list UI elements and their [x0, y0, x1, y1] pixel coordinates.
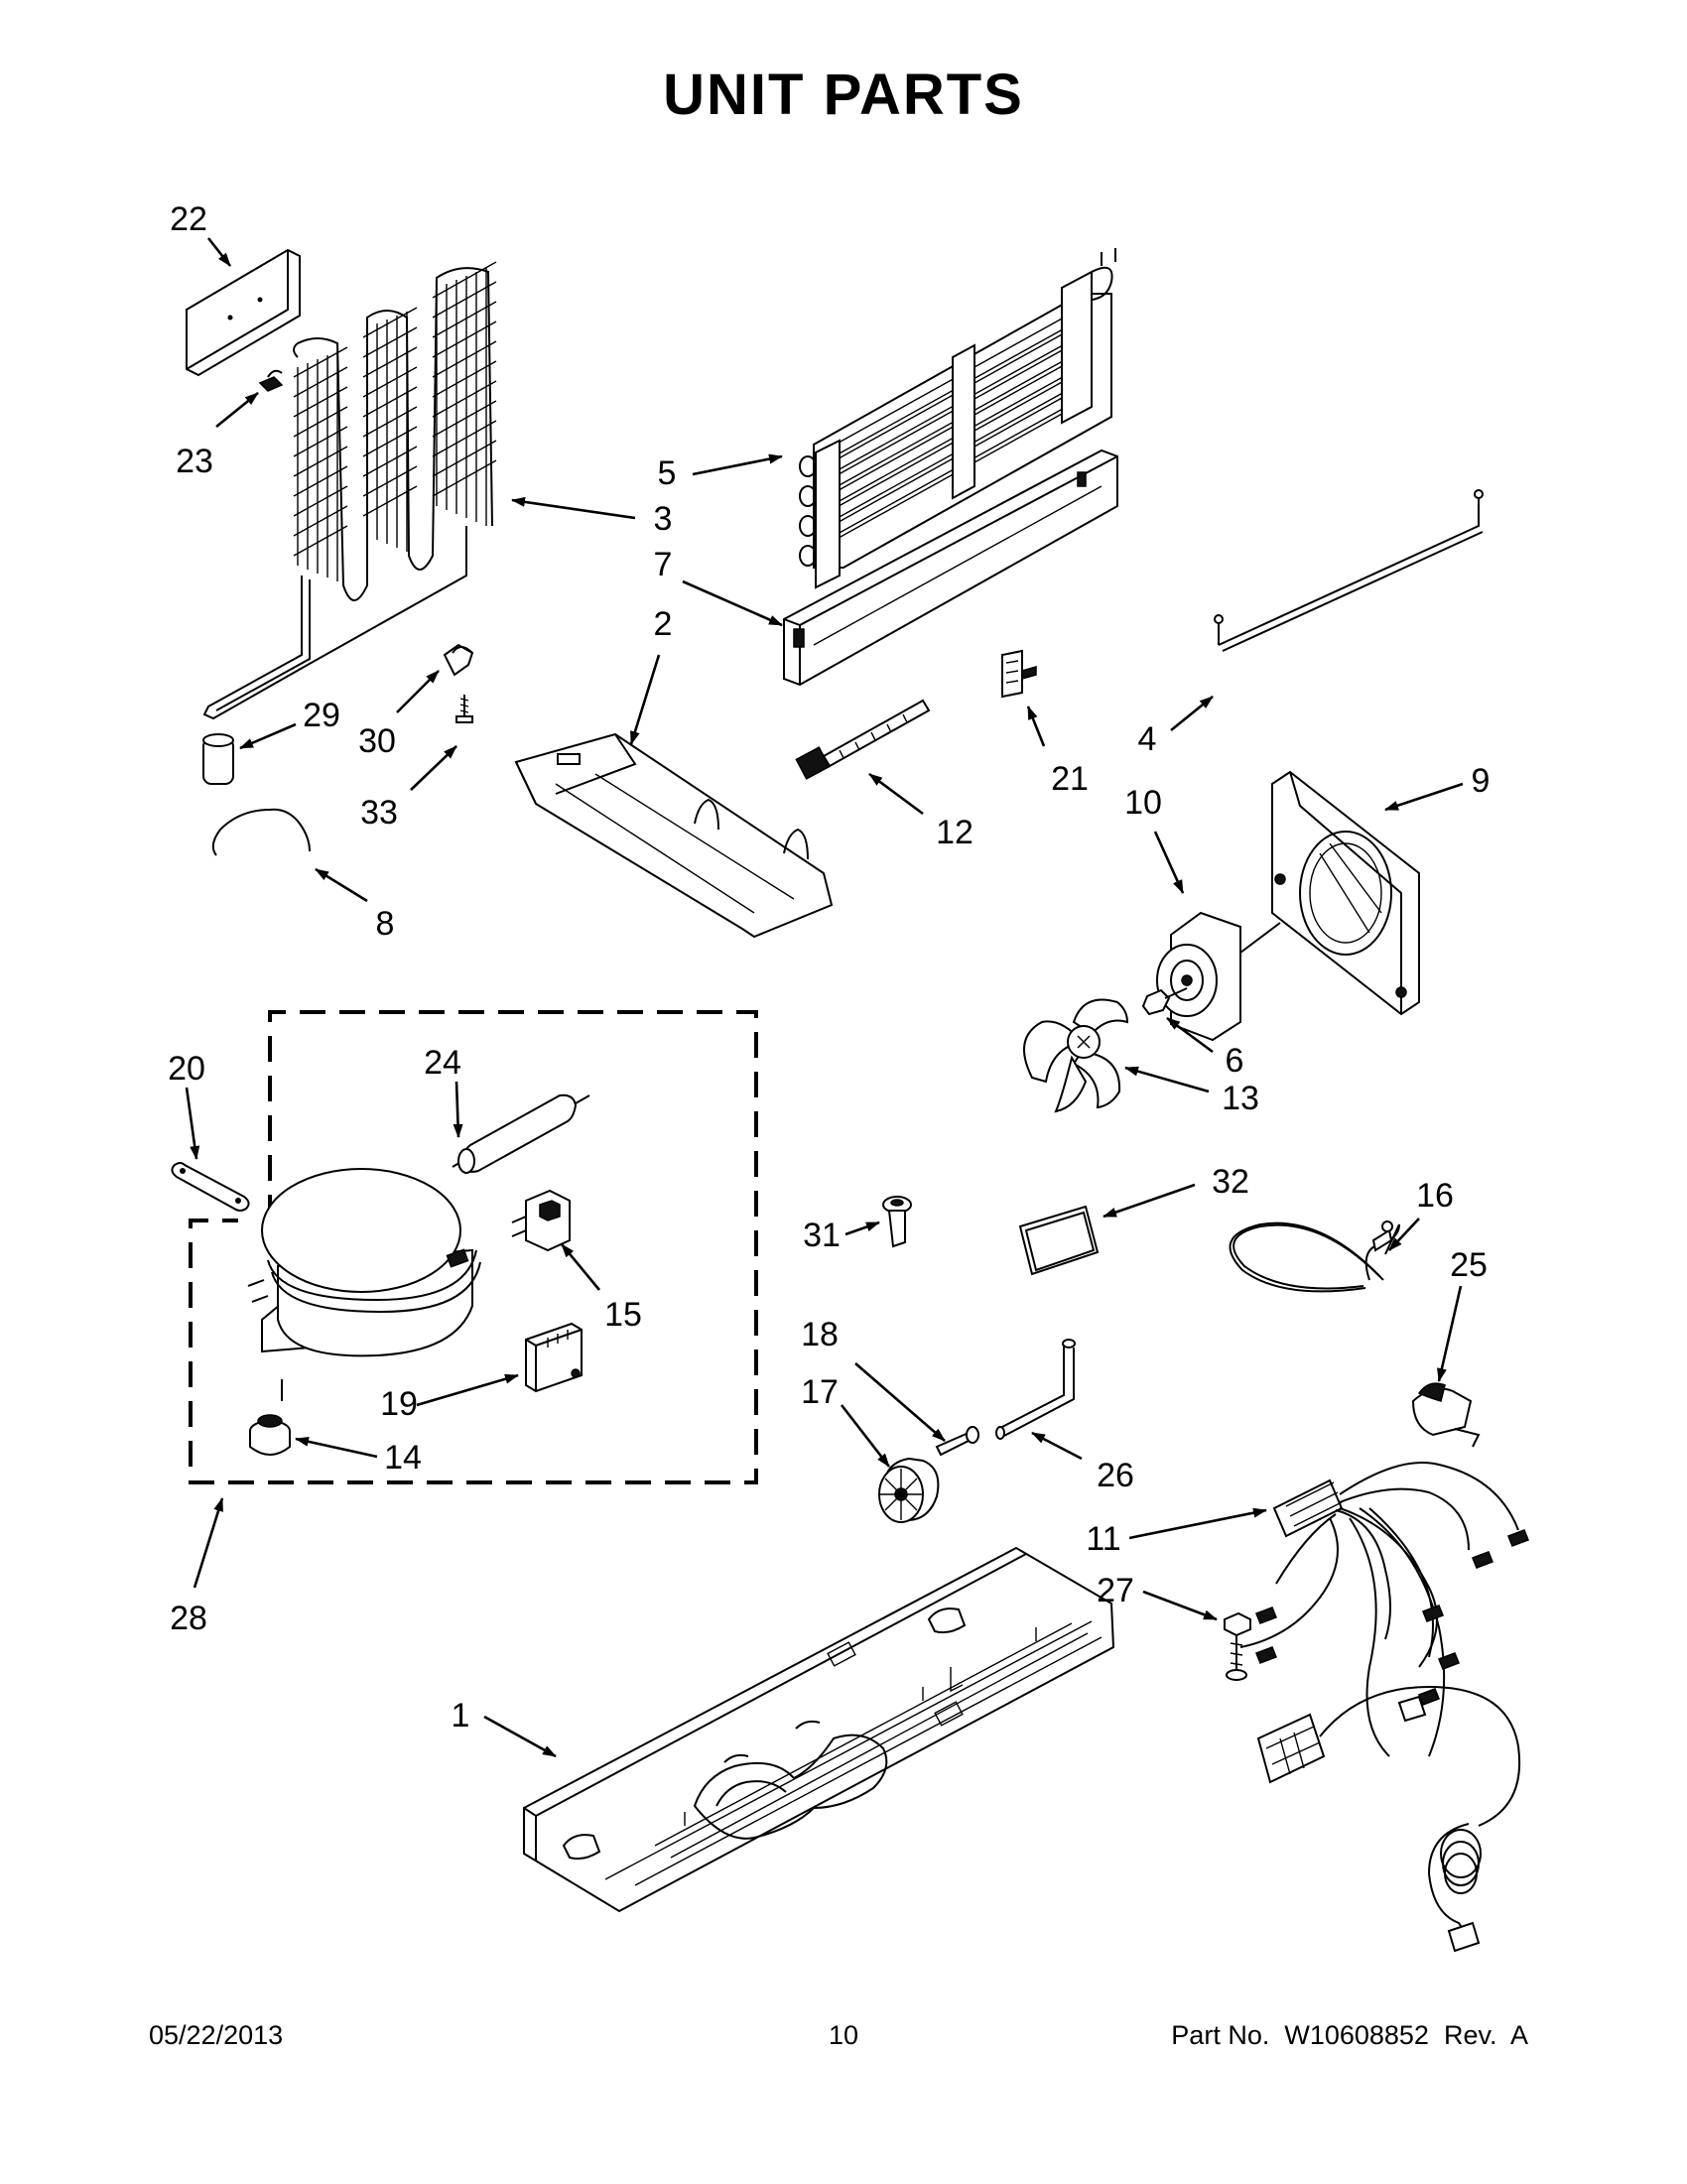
- callout-23: 23: [176, 443, 213, 480]
- part-31-fastener: [882, 1196, 912, 1248]
- callout-13: 13: [1222, 1080, 1259, 1117]
- part-6-screw: [1141, 987, 1188, 1016]
- part-21-clip: [1001, 649, 1037, 699]
- callout-20: 20: [168, 1050, 205, 1088]
- part-33-screw: [455, 695, 473, 723]
- callout-30: 30: [358, 722, 396, 760]
- callout-3: 3: [654, 500, 673, 538]
- part-24-drier: [452, 1093, 590, 1174]
- callout-17: 17: [801, 1373, 839, 1411]
- callout-25: 25: [1450, 1246, 1488, 1284]
- callout-4: 4: [1138, 720, 1157, 758]
- callout-15: 15: [604, 1296, 642, 1334]
- callout-14: 14: [384, 1439, 422, 1477]
- callout-16: 16: [1416, 1177, 1454, 1215]
- callout-labels: 1 2 3 4 5 6 7 8 9 10 11 12 13 14 15 16 1…: [168, 200, 1490, 1734]
- part-17-wheel: [878, 1457, 940, 1523]
- footer-part-number: Part No. W10608852 Rev. A: [1171, 2020, 1528, 2050]
- callout-21: 21: [1051, 760, 1089, 798]
- part-2-tray: [514, 732, 834, 939]
- page-title: UNIT PARTS: [663, 63, 1024, 127]
- callout-arrows: [185, 237, 1464, 1758]
- part-13-fan-blade: [1023, 998, 1129, 1113]
- callout-22: 22: [170, 200, 207, 238]
- part-23-clip: [258, 369, 284, 392]
- callout-5: 5: [658, 454, 677, 492]
- callout-11: 11: [1086, 1520, 1120, 1558]
- part-10-motor: [1156, 911, 1281, 1042]
- callout-7: 7: [654, 546, 673, 583]
- callout-27: 27: [1097, 1572, 1134, 1609]
- callout-12: 12: [936, 814, 973, 851]
- callout-10: 10: [1124, 784, 1162, 822]
- callout-8: 8: [376, 905, 395, 943]
- callout-6: 6: [1226, 1042, 1244, 1080]
- part-9-shroud: [1271, 770, 1420, 1016]
- part-16-tube: [1229, 1220, 1400, 1293]
- part-7-tray: [783, 449, 1118, 687]
- callout-9: 9: [1472, 762, 1491, 800]
- callout-29: 29: [303, 697, 340, 734]
- part-19-relay: [525, 1322, 583, 1393]
- part-1-base-plate: [523, 1546, 1115, 1913]
- part-22-bracket: [186, 248, 301, 377]
- callout-19: 19: [380, 1385, 418, 1423]
- part-28-compressor-kit-frame: [189, 1010, 758, 1484]
- part-3-condenser: [202, 261, 497, 720]
- part-11-harness: [1239, 1462, 1529, 1953]
- callout-24: 24: [424, 1044, 461, 1082]
- callout-28: 28: [170, 1600, 207, 1637]
- compressor: [247, 1168, 481, 1401]
- part-5-evaporator: [799, 248, 1116, 589]
- callout-31: 31: [803, 1217, 841, 1254]
- part-18-pin: [935, 1426, 979, 1457]
- part-29-cylinder: [202, 733, 234, 785]
- part-14-grommet: [249, 1414, 291, 1456]
- callout-1: 1: [452, 1697, 470, 1734]
- callout-18: 18: [801, 1316, 839, 1353]
- part-12-cable-tie: [795, 699, 931, 780]
- part-15-overload: [511, 1189, 571, 1252]
- callout-33: 33: [360, 794, 398, 832]
- part-32-pad: [1018, 1205, 1100, 1276]
- part-4-tube: [1214, 489, 1484, 652]
- part-25-sensor: [1411, 1382, 1481, 1448]
- part-26-tube: [995, 1339, 1076, 1440]
- callout-2: 2: [654, 605, 673, 643]
- callout-26: 26: [1097, 1457, 1134, 1494]
- part-27-screw: [1224, 1611, 1251, 1681]
- footer-date: 05/22/2013: [149, 2020, 284, 2050]
- part-30-clip: [443, 643, 474, 677]
- callout-32: 32: [1212, 1163, 1249, 1201]
- footer-page-number: 10: [828, 2020, 859, 2050]
- part-8-wire: [211, 808, 311, 856]
- part-20-strap: [171, 1162, 250, 1212]
